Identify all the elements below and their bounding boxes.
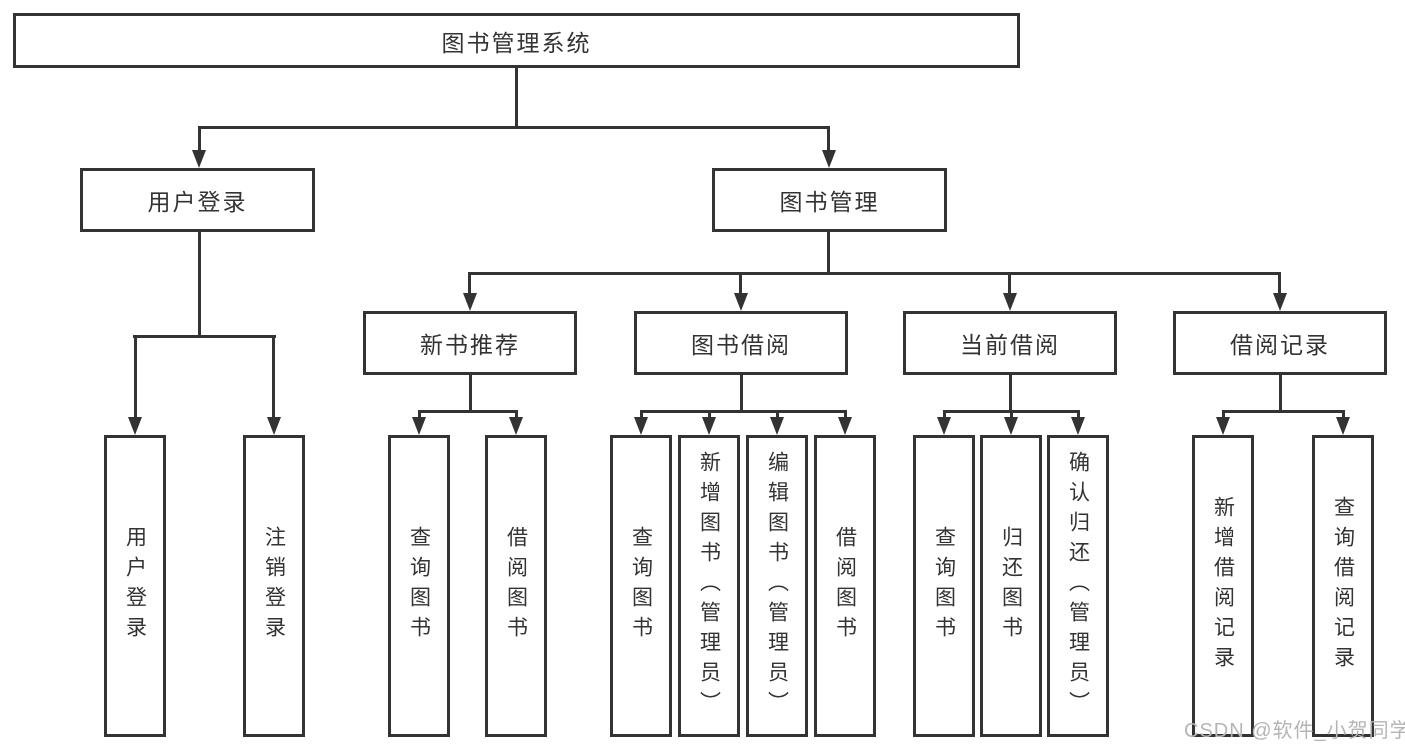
arrow-down-icon bbox=[838, 417, 852, 435]
leaf-edit-book-admin: 编辑图书（管理员） bbox=[746, 435, 808, 737]
connector-line bbox=[739, 272, 742, 295]
leaf-logout-label: 注销登录 bbox=[262, 526, 286, 646]
leaf-add-borrow-record: 新增借阅记录 bbox=[1192, 435, 1254, 737]
connector-line bbox=[740, 375, 743, 413]
node-user-login-label: 用户登录 bbox=[147, 189, 248, 215]
arrow-down-icon bbox=[1336, 417, 1350, 435]
arrow-down-icon bbox=[822, 150, 836, 168]
connector-line bbox=[776, 410, 779, 419]
node-current-borrowing: 当前借阅 bbox=[903, 311, 1117, 375]
connector-line bbox=[827, 232, 830, 275]
arrow-down-icon bbox=[128, 417, 142, 435]
leaf-query-borrow-record-label: 查询借阅记录 bbox=[1331, 496, 1355, 676]
connector-line bbox=[515, 68, 518, 129]
arrow-down-icon bbox=[1004, 417, 1018, 435]
node-new-book-recommend-label: 新书推荐 bbox=[420, 332, 520, 358]
arrow-down-icon bbox=[634, 417, 648, 435]
leaf-add-borrow-record-label: 新增借阅记录 bbox=[1211, 496, 1235, 676]
connector-line bbox=[134, 335, 137, 419]
leaf-user-login: 用户登录 bbox=[104, 435, 166, 737]
leaf-borrow-books-borrowing: 借阅图书 bbox=[814, 435, 876, 737]
leaf-query-books-current-label: 查询图书 bbox=[932, 526, 956, 646]
connector-line bbox=[469, 375, 472, 413]
arrow-down-icon bbox=[463, 293, 477, 311]
leaf-query-books-borrowing: 查询图书 bbox=[610, 435, 672, 737]
leaf-query-books-recommend-label: 查询图书 bbox=[407, 526, 431, 646]
leaf-confirm-return-admin-label: 确认归还（管理员） bbox=[1066, 451, 1090, 721]
connector-line bbox=[418, 410, 518, 413]
arrow-down-icon bbox=[267, 417, 281, 435]
connector-line bbox=[1222, 410, 1344, 413]
leaf-query-books-recommend: 查询图书 bbox=[388, 435, 450, 737]
leaf-confirm-return-admin: 确认归还（管理员） bbox=[1047, 435, 1109, 737]
arrow-down-icon bbox=[702, 417, 716, 435]
node-user-login: 用户登录 bbox=[80, 168, 315, 232]
connector-line bbox=[1279, 375, 1282, 413]
connector-line bbox=[469, 272, 1281, 275]
connector-line bbox=[418, 410, 421, 419]
connector-line bbox=[1222, 410, 1225, 419]
connector-line bbox=[468, 272, 471, 295]
arrow-down-icon bbox=[412, 417, 426, 435]
connector-line bbox=[515, 410, 518, 419]
connector-line bbox=[1010, 410, 1013, 419]
connector-line bbox=[640, 410, 846, 413]
leaf-add-book-admin-label: 新增图书（管理员） bbox=[697, 451, 721, 721]
arrow-down-icon bbox=[770, 417, 784, 435]
connector-line bbox=[943, 410, 946, 419]
node-root-label: 图书管理系统 bbox=[441, 29, 592, 56]
arrow-down-icon bbox=[1071, 417, 1085, 435]
arrow-down-icon bbox=[1003, 293, 1017, 311]
leaf-edit-book-admin-label: 编辑图书（管理员） bbox=[765, 451, 789, 721]
node-new-book-recommend: 新书推荐 bbox=[363, 311, 577, 375]
node-current-borrowing-label: 当前借阅 bbox=[960, 332, 1060, 358]
node-book-management-label: 图书管理 bbox=[779, 189, 880, 215]
leaf-borrow-books-recommend: 借阅图书 bbox=[485, 435, 547, 737]
leaf-query-borrow-record: 查询借阅记录 bbox=[1312, 435, 1374, 737]
leaf-return-books: 归还图书 bbox=[980, 435, 1042, 737]
arrow-down-icon bbox=[937, 417, 951, 435]
leaf-add-book-admin: 新增图书（管理员） bbox=[678, 435, 740, 737]
arrow-down-icon bbox=[734, 293, 748, 311]
leaf-query-books-borrowing-label: 查询图书 bbox=[629, 526, 653, 646]
connector-line bbox=[708, 410, 711, 419]
leaf-borrow-books-recommend-label: 借阅图书 bbox=[504, 526, 528, 646]
watermark: CSDN @软件_小贺同学 bbox=[1184, 720, 1405, 742]
node-root: 图书管理系统 bbox=[13, 13, 1020, 68]
connector-line bbox=[827, 126, 830, 152]
connector-line bbox=[640, 410, 643, 419]
leaf-logout: 注销登录 bbox=[243, 435, 305, 737]
connector-line bbox=[272, 335, 275, 419]
connector-line bbox=[1077, 410, 1080, 419]
arrow-down-icon bbox=[509, 417, 523, 435]
leaf-borrow-books-borrowing-label: 借阅图书 bbox=[833, 526, 857, 646]
arrow-down-icon bbox=[192, 150, 206, 168]
leaf-user-login-label: 用户登录 bbox=[123, 526, 147, 646]
connector-line bbox=[1008, 272, 1011, 295]
connector-line bbox=[1342, 410, 1345, 419]
leaf-return-books-label: 归还图书 bbox=[999, 526, 1023, 646]
connector-line bbox=[198, 126, 201, 152]
node-book-borrowing-label: 图书借阅 bbox=[691, 332, 791, 358]
node-borrowing-records-label: 借阅记录 bbox=[1230, 332, 1330, 358]
arrow-down-icon bbox=[1273, 293, 1287, 311]
connector-line bbox=[133, 335, 276, 338]
node-book-management: 图书管理 bbox=[712, 168, 947, 232]
connector-line bbox=[198, 232, 201, 338]
node-book-borrowing: 图书借阅 bbox=[634, 311, 848, 375]
connector-line bbox=[198, 126, 830, 129]
connector-line bbox=[1009, 375, 1012, 413]
leaf-query-books-current: 查询图书 bbox=[913, 435, 975, 737]
node-borrowing-records: 借阅记录 bbox=[1173, 311, 1387, 375]
connector-line bbox=[844, 410, 847, 419]
arrow-down-icon bbox=[1216, 417, 1230, 435]
connector-line bbox=[1278, 272, 1281, 295]
